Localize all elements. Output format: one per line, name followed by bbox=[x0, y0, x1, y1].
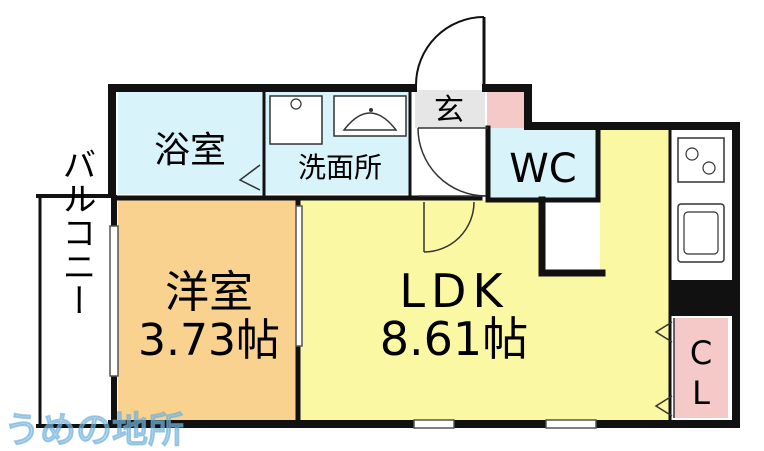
wall-block bbox=[670, 280, 734, 316]
entrance-label: 玄 bbox=[434, 93, 464, 128]
western-label: 洋室 bbox=[165, 267, 253, 318]
bath-room bbox=[118, 90, 266, 194]
balcony-frame bbox=[36, 194, 112, 428]
balcony bbox=[38, 198, 110, 426]
entrance-storage bbox=[487, 90, 524, 128]
ldk-size: 8.61帖 bbox=[380, 312, 528, 366]
washer-space bbox=[269, 95, 323, 145]
entrance-door bbox=[415, 16, 486, 86]
closet-label-l: L bbox=[692, 374, 710, 412]
bath-label: 浴室 bbox=[154, 130, 226, 171]
ldk-label: LDK bbox=[399, 264, 508, 318]
balcony-label: バルコニー bbox=[56, 147, 96, 317]
entrance-area bbox=[415, 90, 485, 128]
western-room bbox=[118, 200, 300, 422]
wc-room bbox=[490, 128, 596, 198]
windows bbox=[109, 205, 597, 429]
washbasin bbox=[333, 95, 407, 137]
wc-label: WC bbox=[509, 146, 576, 192]
stove bbox=[677, 137, 725, 183]
ldk-room bbox=[300, 128, 670, 422]
closet bbox=[674, 318, 728, 418]
wc-door bbox=[417, 127, 488, 197]
bath-door-marker bbox=[238, 164, 261, 191]
kitchen-sink bbox=[677, 203, 725, 263]
western-size: 3.73帖 bbox=[138, 315, 280, 366]
washroom-label: 洗面所 bbox=[298, 151, 382, 184]
closet-doors bbox=[654, 318, 675, 418]
ldk-door bbox=[423, 201, 475, 253]
closet-label-c: C bbox=[690, 334, 712, 372]
watermark: うめの地所 bbox=[4, 410, 184, 451]
